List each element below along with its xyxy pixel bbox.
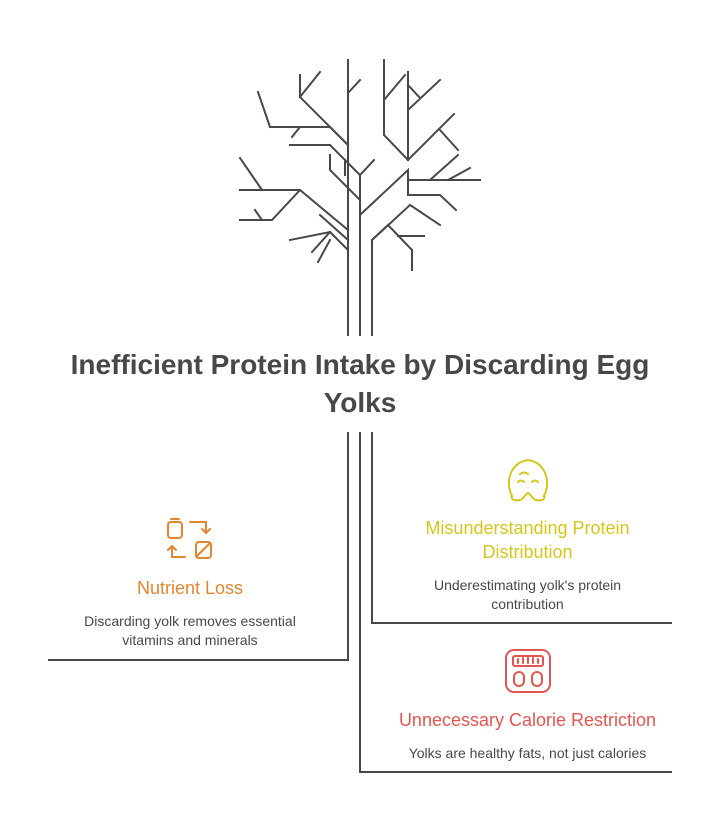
- tree-crown: [238, 59, 481, 336]
- connector-nutrient-loss: [48, 432, 349, 661]
- diagram-title: Inefficient Protein Intake by Discarding…: [70, 349, 650, 418]
- nutrient-loss-heading: Nutrient Loss: [136, 578, 244, 598]
- branch-connectors: [48, 432, 672, 773]
- protein-description-line2: contribution: [491, 596, 564, 612]
- nutrient-loss-description-line2: vitamins and minerals: [122, 632, 258, 648]
- protein-heading-line2: Distribution: [482, 542, 573, 562]
- protein-heading-line1: Misunderstanding Protein: [425, 518, 630, 538]
- nutrient-loss-description-line1: Discarding yolk removes essential: [84, 613, 296, 629]
- protein-description-line1: Underestimating yolk's protein: [433, 577, 622, 593]
- recycle-transfer-icon: [167, 518, 212, 559]
- calorie-heading: Unnecessary Calorie Restriction: [398, 710, 657, 730]
- connector-protein: [371, 432, 672, 624]
- face-icon: [507, 459, 549, 502]
- scale-icon: [505, 649, 551, 693]
- calorie-description: Yolks are healthy fats, not just calorie…: [408, 745, 647, 761]
- connector-calorie-restriction: [359, 432, 672, 773]
